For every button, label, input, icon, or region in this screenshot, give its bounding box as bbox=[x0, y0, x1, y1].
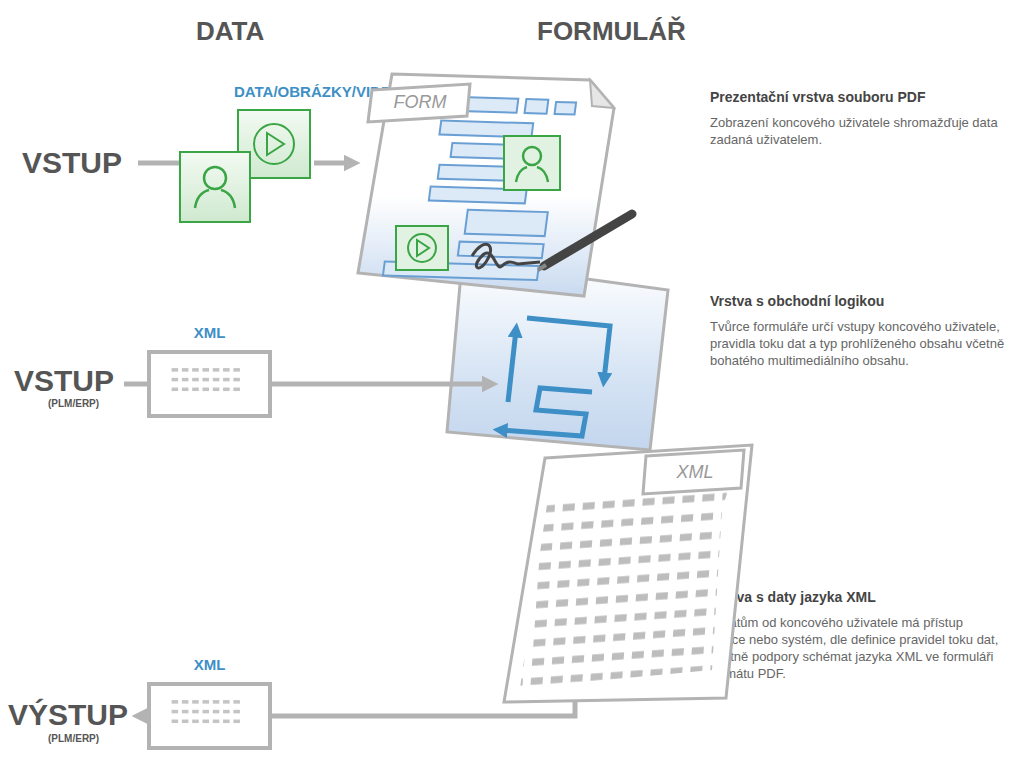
tab-label: FORM bbox=[376, 88, 464, 116]
data-dot bbox=[213, 368, 220, 372]
node-graphic bbox=[151, 354, 268, 414]
data-dot bbox=[192, 388, 199, 392]
layer-description: K datům od koncového uživatele má přístu… bbox=[710, 614, 1000, 682]
data-dot bbox=[233, 368, 240, 372]
data-dot bbox=[213, 388, 220, 392]
data-dot bbox=[182, 720, 189, 724]
input-label: VSTUP bbox=[14, 364, 114, 398]
data-dot bbox=[202, 368, 209, 372]
data-dot bbox=[213, 710, 220, 714]
data-dot bbox=[213, 720, 220, 724]
data-dot bbox=[192, 368, 199, 372]
data-dot bbox=[192, 378, 199, 382]
person-icon bbox=[504, 136, 560, 190]
column-header: DATA bbox=[196, 16, 264, 47]
data-dot bbox=[223, 378, 230, 382]
data-dot bbox=[172, 720, 179, 724]
tab-label: XML bbox=[652, 458, 738, 488]
data-dot bbox=[182, 368, 189, 372]
system-label: (PLM/ERP) bbox=[48, 398, 99, 409]
data-dot bbox=[223, 710, 230, 714]
signature bbox=[472, 244, 540, 268]
form-field bbox=[525, 99, 549, 114]
input-line bbox=[138, 161, 182, 166]
data-dot bbox=[192, 700, 199, 704]
data-dot bbox=[172, 710, 179, 714]
data-dot bbox=[172, 388, 179, 392]
system-label: (PLM/ERP) bbox=[48, 733, 99, 744]
xml-data-box: XML bbox=[147, 682, 272, 750]
node-graphic bbox=[151, 686, 268, 746]
output-arrow bbox=[140, 714, 147, 719]
pen-tip bbox=[538, 265, 546, 270]
data-dot bbox=[172, 700, 179, 704]
form-field bbox=[439, 121, 533, 138]
data-dot bbox=[192, 720, 199, 724]
icon-play bbox=[417, 240, 429, 256]
data-dot bbox=[192, 710, 199, 714]
data-dot bbox=[202, 710, 209, 714]
xml-tab bbox=[643, 450, 744, 494]
layer-description: Zobrazení koncového uživatele shromažďuj… bbox=[710, 114, 1010, 148]
form-sheet-outline bbox=[358, 74, 614, 296]
input-arrow bbox=[314, 161, 352, 166]
data-dot bbox=[223, 388, 230, 392]
box-heading: XML bbox=[151, 324, 268, 341]
page-fold bbox=[590, 80, 614, 108]
layer-heading: Vrstva s obchodní logikou bbox=[710, 293, 884, 309]
data-dot bbox=[223, 700, 230, 704]
layer-description: Tvůrce formuláře určí vstupy koncového u… bbox=[710, 318, 1010, 369]
pdf-form-sheet: FORM bbox=[352, 66, 637, 306]
data-dot bbox=[213, 700, 220, 704]
column-header: FORMULÁŘ bbox=[537, 16, 686, 47]
form-field bbox=[458, 242, 544, 259]
pen bbox=[544, 214, 632, 266]
person-icon bbox=[180, 152, 250, 222]
data-dot bbox=[233, 388, 240, 392]
data-dot bbox=[182, 700, 189, 704]
data-dot bbox=[172, 378, 179, 382]
video-icon bbox=[396, 226, 448, 270]
output-label: VÝSTUP bbox=[8, 698, 128, 732]
xml-data-box: XML bbox=[147, 350, 272, 418]
data-dot bbox=[172, 368, 179, 372]
data-dot bbox=[233, 720, 240, 724]
data-dot bbox=[233, 378, 240, 382]
data-dot bbox=[202, 720, 209, 724]
data-dot bbox=[233, 710, 240, 714]
data-dot bbox=[202, 700, 209, 704]
xml-data-sheet: XML bbox=[490, 370, 755, 702]
box-heading: XML bbox=[151, 656, 268, 673]
data-dot bbox=[202, 388, 209, 392]
layer-heading: Prezentační vrstva souboru PDF bbox=[710, 89, 926, 105]
form-fields bbox=[383, 95, 576, 280]
icon-head bbox=[523, 147, 541, 165]
data-dot bbox=[213, 378, 220, 382]
form-field bbox=[465, 210, 548, 236]
icon-frame bbox=[396, 226, 448, 270]
data-dot bbox=[182, 378, 189, 382]
node-graphic bbox=[490, 370, 755, 702]
form-tab bbox=[368, 84, 470, 122]
form-field bbox=[555, 102, 577, 115]
icon-circle bbox=[408, 234, 436, 262]
flow-connector bbox=[272, 382, 490, 387]
input-line bbox=[124, 382, 147, 387]
icon-body bbox=[516, 167, 548, 182]
input-label: VSTUP bbox=[22, 146, 122, 180]
data-dot bbox=[233, 700, 240, 704]
icon-frame bbox=[504, 136, 560, 190]
flow-connector bbox=[272, 702, 575, 716]
data-dot bbox=[223, 720, 230, 724]
data-dot bbox=[182, 710, 189, 714]
xml-sheet-outline bbox=[504, 445, 752, 702]
data-dot bbox=[182, 388, 189, 392]
data-dot bbox=[202, 378, 209, 382]
data-dot bbox=[223, 368, 230, 372]
